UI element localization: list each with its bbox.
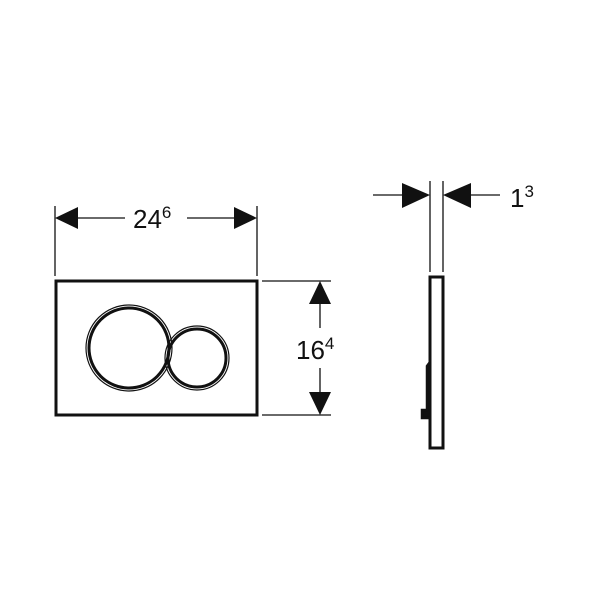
arrowhead-icon (309, 392, 331, 415)
side-plate-lug (420, 361, 431, 420)
front-plate-outline (54, 279, 259, 417)
side-plate-outline (428, 275, 445, 450)
large-flush-button (85, 304, 173, 392)
arrowhead-icon (402, 183, 430, 208)
height-dimension-label: 164 (296, 334, 334, 365)
thickness-dimension-label: 13 (510, 182, 534, 213)
small-flush-button (164, 325, 230, 391)
arrowhead-icon (234, 207, 257, 229)
arrowhead-icon (443, 183, 471, 208)
arrowhead-icon (309, 281, 331, 304)
thickness-dimension-lines (373, 181, 500, 272)
width-dimension-label: 246 (133, 203, 171, 234)
arrowhead-icon (55, 207, 78, 229)
